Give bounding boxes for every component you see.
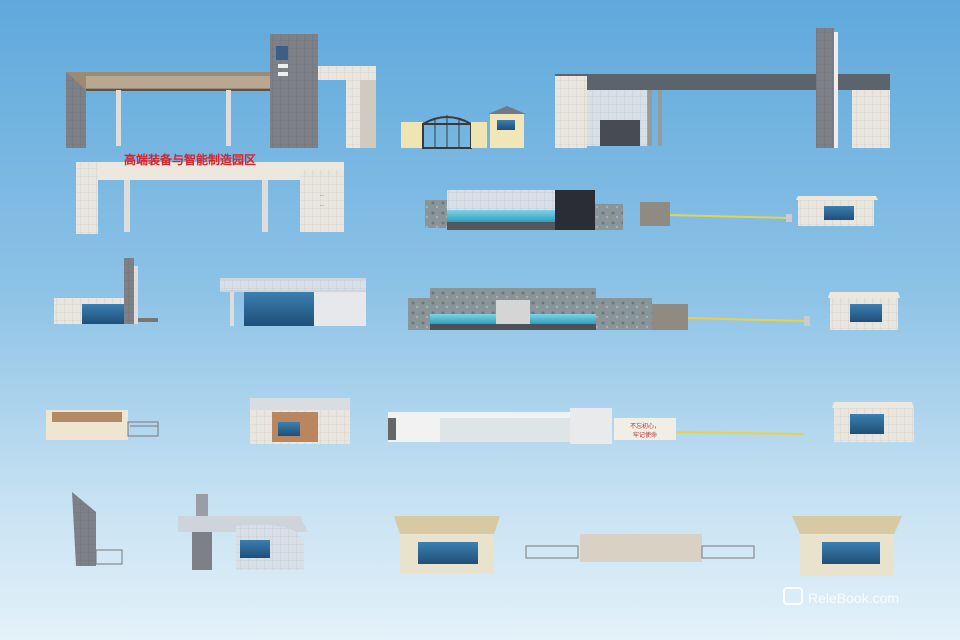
- gate-long-wall-slogan: 不忘初心， 牢记使命: [388, 402, 914, 444]
- gate-pergola-guardhouse-2: [792, 516, 902, 576]
- slogan-line-2: 牢记使命: [633, 431, 657, 439]
- gate-water-feature-1: [425, 190, 878, 230]
- gate-slanted-tower: [72, 492, 123, 566]
- gate-large-gray-frame: [555, 28, 890, 148]
- gate-wood-low: [46, 410, 159, 440]
- gate-signboard-park: 高端装备与智能制造园区 … …: [76, 152, 344, 234]
- gate-retractable-fence: [525, 534, 755, 562]
- watermark-text: RelеBook.com: [808, 590, 899, 606]
- gate-glass-tower-small: [54, 258, 158, 324]
- gate-modern-canopy: [220, 278, 366, 326]
- gate-pergola-guardhouse-1: [394, 516, 500, 574]
- gate-water-feature-2: [408, 288, 900, 330]
- plaque-line-2: …: [320, 202, 325, 208]
- slogan-line-1: 不忘初心，: [630, 422, 660, 430]
- gate-curved-guardhouse: [178, 494, 308, 570]
- plaque-line-1: …: [320, 192, 325, 198]
- gate-guardhouse-tan: [250, 398, 350, 444]
- gate-iron-with-guardhouse: [401, 106, 526, 149]
- park-sign-text: 高端装备与智能制造园区: [124, 152, 256, 167]
- relebook-watermark: RelеBook.com: [783, 587, 899, 606]
- relebook-logo-icon: [783, 587, 803, 605]
- gate-gray-canopy-tower: [66, 34, 376, 148]
